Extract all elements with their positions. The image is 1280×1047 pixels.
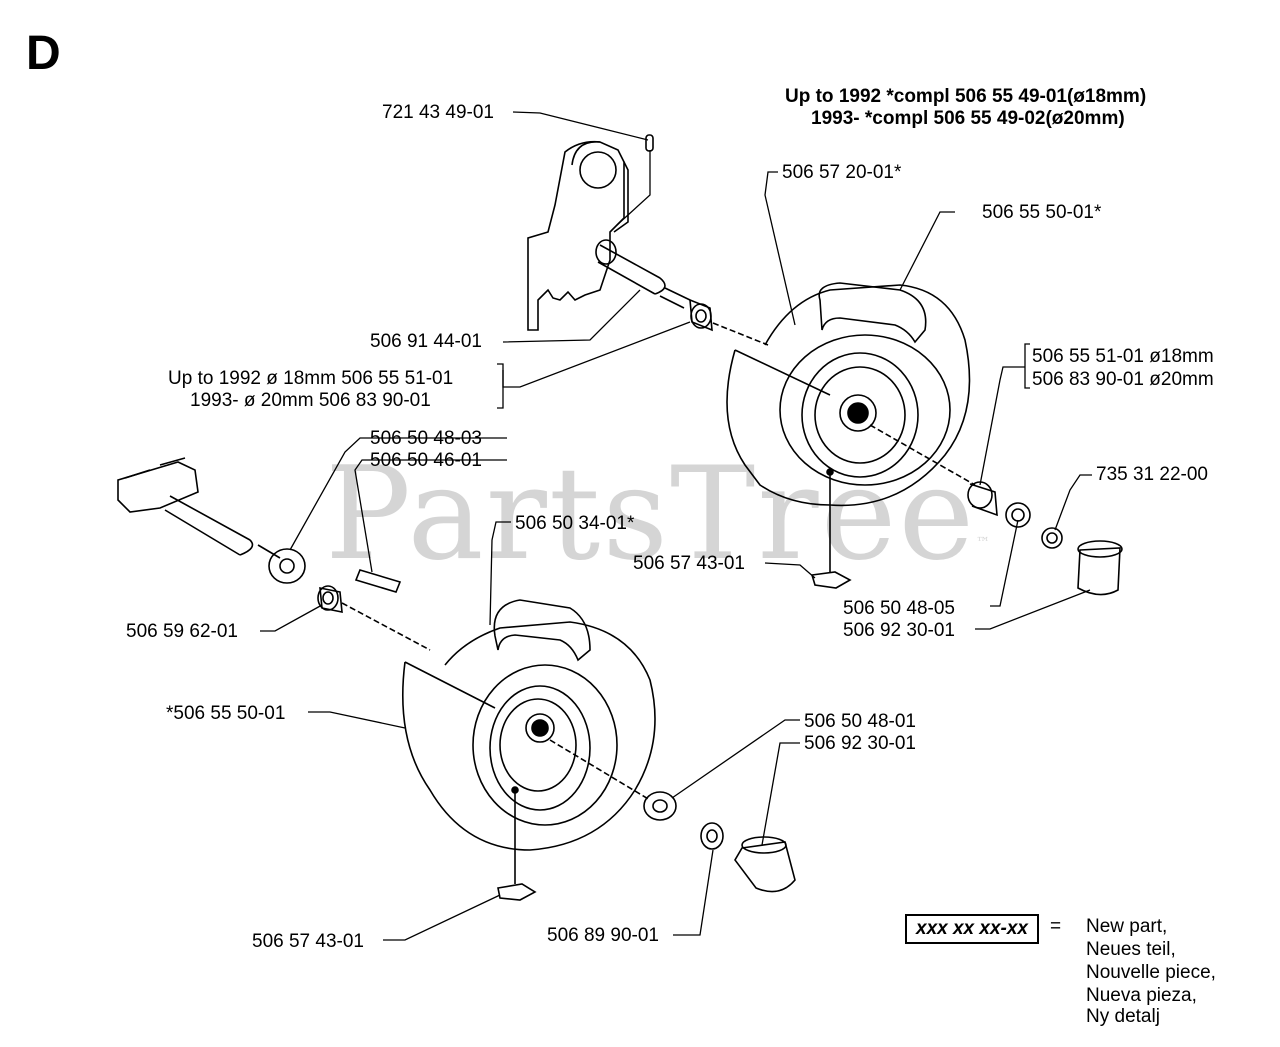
part-label-bracket-left-2[interactable]: 1993- ø 20mm 506 83 90-01 xyxy=(190,390,431,411)
part-label-506-55-50-01-lower[interactable]: *506 55 50-01 xyxy=(166,703,286,724)
pin-part xyxy=(645,134,654,152)
part-label-506-92-30-01-upper[interactable]: 506 92 30-01 xyxy=(843,620,955,641)
legend-line-1: New part, xyxy=(1086,916,1168,937)
header-note-1: Up to 1992 *compl 506 55 49-01(ø18mm) xyxy=(785,86,1147,107)
lower-right-stack xyxy=(643,791,796,893)
lower-wheel xyxy=(402,599,656,851)
trademark-mark: ™ xyxy=(976,535,993,551)
part-label-506-92-30-01-lower[interactable]: 506 92 30-01 xyxy=(804,733,916,754)
lower-bushing xyxy=(317,585,343,613)
legend-line-2: Neues teil, xyxy=(1086,939,1176,960)
part-label-506-57-43-01-upper[interactable]: 506 57 43-01 xyxy=(633,553,745,574)
axle-bracket xyxy=(527,140,691,331)
upper-wing-clip xyxy=(810,571,852,589)
part-label-506-50-34-01[interactable]: 506 50 34-01* xyxy=(515,513,635,534)
part-label-506-55-50-01-upper[interactable]: 506 55 50-01* xyxy=(982,202,1102,223)
header-note-2: 1993- *compl 506 55 49-02(ø20mm) xyxy=(811,108,1125,129)
upper-wheel xyxy=(726,282,971,507)
legend-line-3: Nouvelle piece, xyxy=(1086,962,1216,983)
key-46-01 xyxy=(354,569,402,593)
part-label-506-50-48-03[interactable]: 506 50 48-03 xyxy=(370,428,482,449)
part-label-721-43-49-01[interactable]: 721 43 49-01 xyxy=(382,102,494,123)
part-label-506-89-90-01[interactable]: 506 89 90-01 xyxy=(547,925,659,946)
part-label-506-50-46-01[interactable]: 506 50 46-01 xyxy=(370,450,482,471)
part-label-735-31-22-00[interactable]: 735 31 22-00 xyxy=(1096,464,1208,485)
legend-line-4: Nueva pieza, xyxy=(1086,985,1197,1006)
watermark: PartsTree™ xyxy=(325,445,992,585)
lower-axle xyxy=(117,457,281,559)
upper-bushing xyxy=(689,298,713,332)
leader-lines xyxy=(260,111,1092,941)
washer-48-03 xyxy=(268,548,306,584)
part-label-506-50-48-05[interactable]: 506 50 48-05 xyxy=(843,598,955,619)
part-label-506-91-44-01[interactable]: 506 91 44-01 xyxy=(370,331,482,352)
part-label-506-57-43-01-lower[interactable]: 506 57 43-01 xyxy=(252,931,364,952)
label-brackets xyxy=(497,343,1030,409)
part-label-bracket-right-1[interactable]: 506 55 51-01 ø18mm xyxy=(1032,346,1214,367)
lower-wing-clip xyxy=(497,883,537,901)
legend-line-5: Ny detalj xyxy=(1086,1006,1160,1027)
part-label-bracket-left-1[interactable]: Up to 1992 ø 18mm 506 55 51-01 xyxy=(168,368,454,389)
part-label-506-50-48-01[interactable]: 506 50 48-01 xyxy=(804,711,916,732)
part-label-506-57-20-01[interactable]: 506 57 20-01* xyxy=(782,162,902,183)
part-label-bracket-right-2[interactable]: 506 83 90-01 ø20mm xyxy=(1032,369,1214,390)
watermark-text: PartsTree xyxy=(325,440,977,589)
new-part-sample-box: xxx xx xx-xx xyxy=(905,914,1039,944)
legend-equals: = xyxy=(1050,916,1062,937)
section-letter: D xyxy=(26,27,61,80)
part-label-506-59-62-01[interactable]: 506 59 62-01 xyxy=(126,621,238,642)
